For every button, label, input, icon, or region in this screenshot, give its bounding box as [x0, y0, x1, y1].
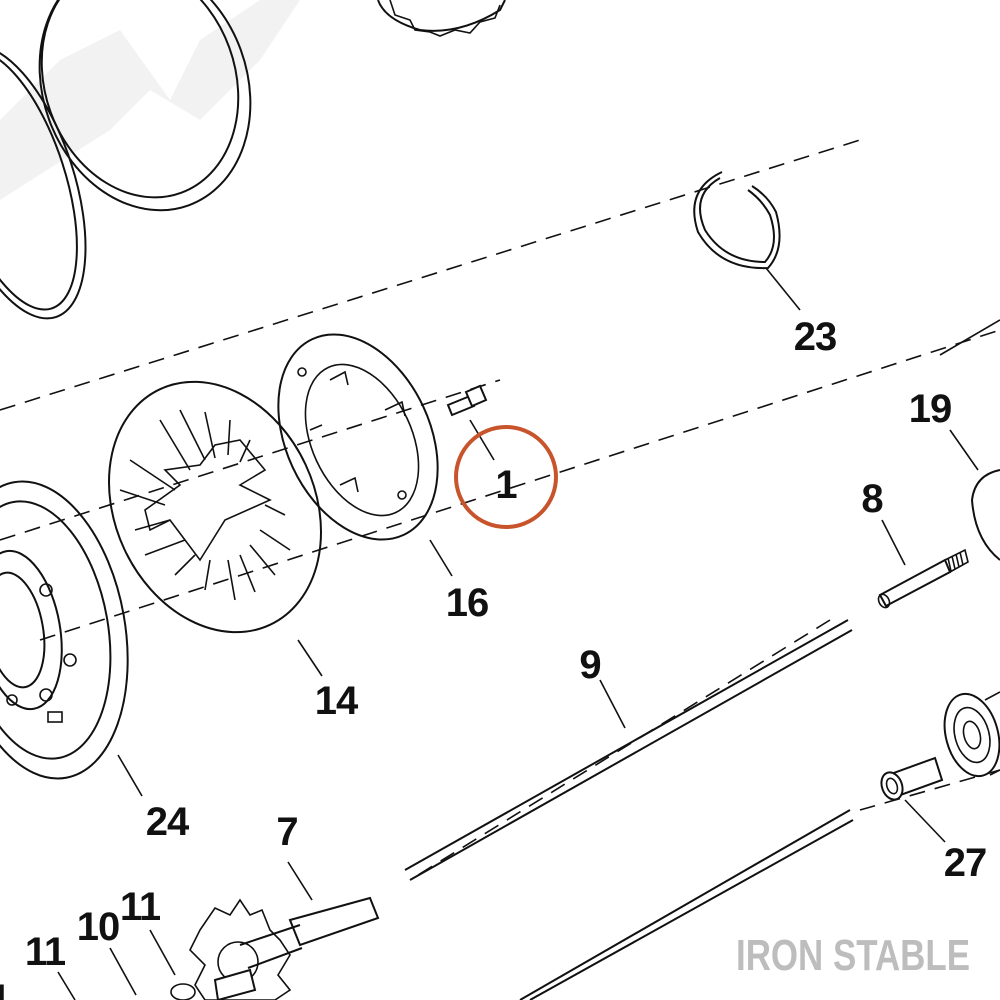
pushrod-lower	[519, 809, 854, 1000]
callout-23[interactable]: 23	[794, 315, 838, 359]
callout-9[interactable]: 9	[579, 643, 601, 687]
center-lines	[0, 139, 1000, 881]
callout-labels: 1 7 8 9 10 11 11 14 16 19 23 24 27 4	[0, 315, 988, 1000]
throwout-bearing	[943, 691, 1000, 778]
part-23-retaining-ring	[693, 171, 781, 270]
part-9-pushrod	[404, 619, 853, 881]
part-10-washer	[170, 983, 196, 1000]
part-14-diaphragm-spring	[108, 380, 322, 634]
part-27-bushing	[880, 756, 944, 801]
part-7-release-shaft	[189, 896, 380, 1000]
callout-24[interactable]: 24	[146, 800, 191, 844]
callout-14[interactable]: 14	[315, 679, 360, 723]
callout-19[interactable]: 19	[909, 387, 953, 431]
clutch-hub-gear-partial	[377, 0, 506, 37]
callout-11-right[interactable]: 11	[120, 885, 162, 929]
callout-8[interactable]: 8	[861, 477, 884, 521]
part-19-bearing-partial	[939, 319, 1000, 561]
callout-1[interactable]: 1	[495, 463, 518, 507]
callout-10[interactable]: 10	[77, 905, 121, 949]
watermark-text: IRON STABLE	[736, 931, 970, 980]
part-8-adjusting-screw	[877, 548, 969, 609]
highlight-circle	[454, 425, 558, 529]
part-16-spring-seat	[277, 333, 439, 541]
background-watermark-shape	[0, 0, 300, 200]
callout-7[interactable]: 7	[276, 810, 298, 854]
callout-11-left[interactable]: 11	[25, 930, 67, 974]
callout-27[interactable]: 27	[944, 841, 988, 885]
callout-16[interactable]: 16	[446, 581, 490, 625]
part-24-pressure-plate	[0, 480, 129, 780]
callout-4[interactable]: 4	[0, 977, 9, 1000]
clutch-plate-rings	[0, 0, 252, 320]
part-1-bolt	[446, 384, 488, 417]
